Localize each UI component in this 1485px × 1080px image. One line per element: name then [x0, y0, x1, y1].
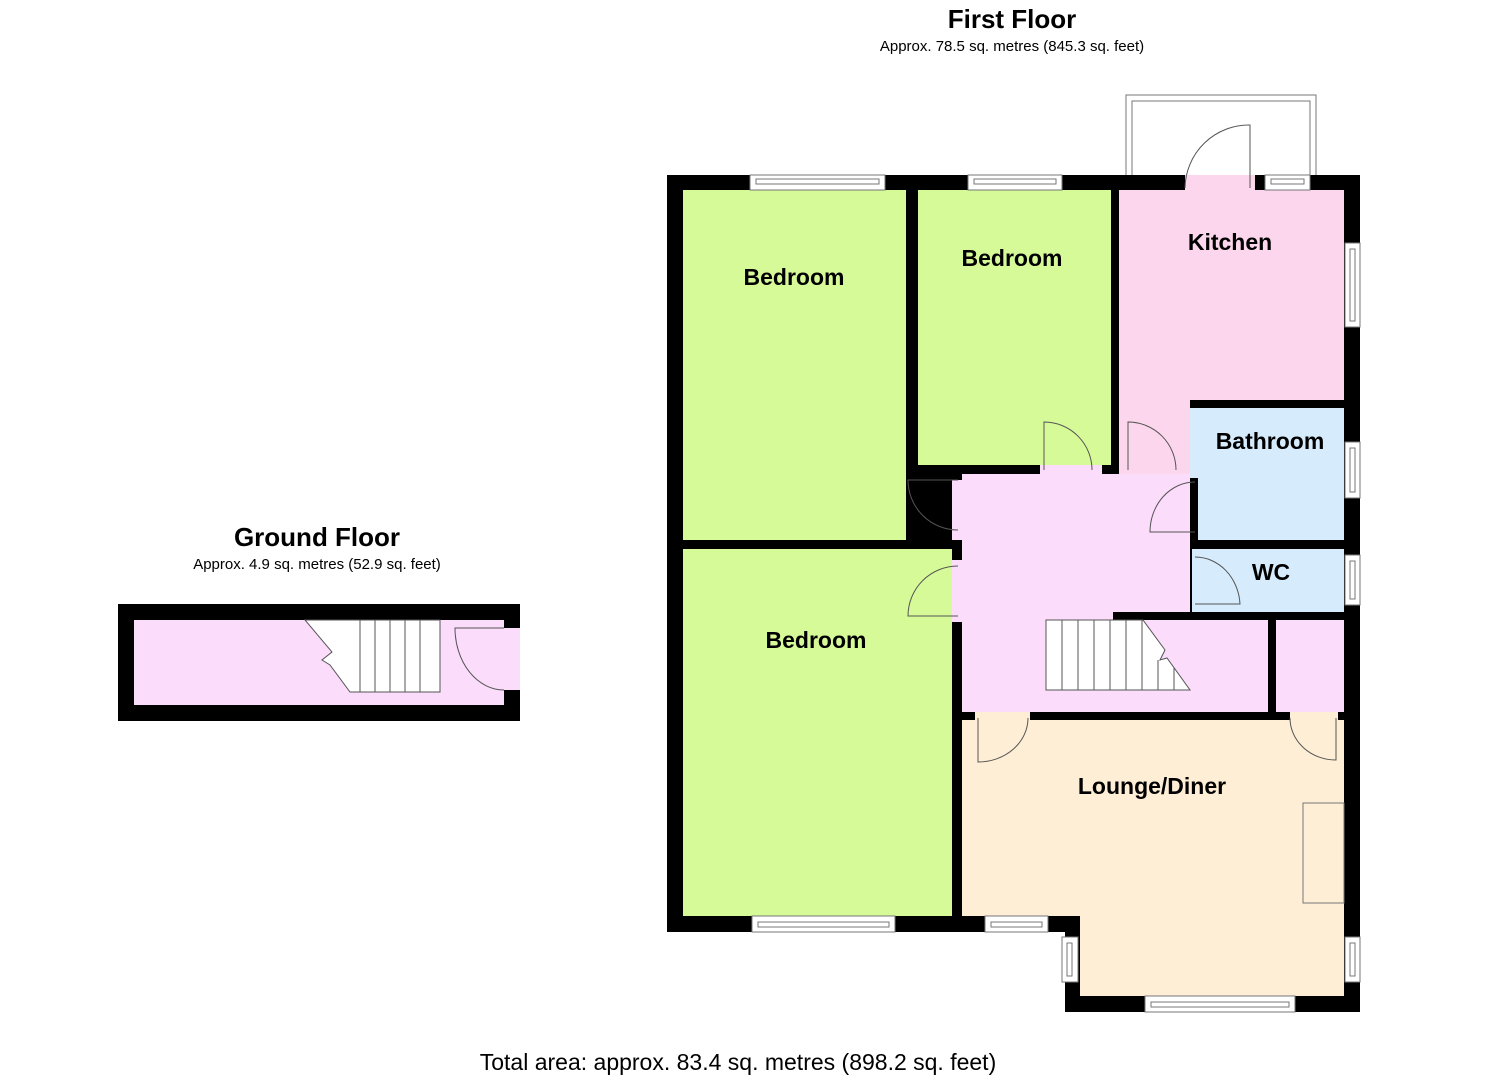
- ground-floor-door-opening: [504, 628, 520, 690]
- wc: [1192, 549, 1344, 612]
- bedroom-3: [683, 549, 952, 916]
- bedroom-2-door: [1043, 421, 1093, 471]
- lounge-diner: [962, 720, 1344, 996]
- first-floor-title: First Floor: [948, 4, 1077, 34]
- bathroom-door: [1149, 481, 1196, 533]
- bedroom-1-door: [907, 479, 959, 531]
- kitchen-label: Kitchen: [1188, 229, 1272, 255]
- lounge-door-2: [1289, 717, 1337, 761]
- kitchen: [1119, 190, 1344, 474]
- bedroom-3-door: [907, 565, 959, 617]
- bedroom-2: [918, 190, 1111, 465]
- lounge-door-1: [977, 717, 1029, 763]
- balcony: [1125, 94, 1317, 178]
- ground-floor-area: Approx. 4.9 sq. metres (52.9 sq. feet): [193, 556, 441, 573]
- landing: [962, 474, 1268, 712]
- first-floor-plan: Bedroom Bedroom Bedroom Kitchen Bathroom…: [667, 94, 1361, 1013]
- ground-floor-title: Ground Floor: [234, 522, 400, 552]
- bedroom-1: [683, 190, 906, 540]
- bedroom-2-label: Bedroom: [962, 245, 1063, 271]
- windows: [749, 174, 1361, 1013]
- balcony-door: [1184, 124, 1251, 189]
- wc-label: WC: [1252, 559, 1290, 585]
- ground-floor-stairs: [303, 619, 441, 693]
- ground-floor-plan: [118, 604, 520, 721]
- bathroom: [1198, 408, 1344, 540]
- bathroom-label: Bathroom: [1216, 428, 1325, 454]
- bedroom-1-label: Bedroom: [744, 264, 845, 290]
- cupboard: [1276, 620, 1344, 712]
- first-floor-stairs: [1045, 619, 1191, 691]
- ground-floor-door: [454, 627, 505, 691]
- first-floor-area: Approx. 78.5 sq. metres (845.3 sq. feet): [880, 38, 1144, 55]
- wc-door: [1194, 556, 1241, 605]
- lounge-diner-label: Lounge/Diner: [1078, 773, 1226, 799]
- bedroom-3-label: Bedroom: [766, 627, 867, 653]
- fireplace: [1302, 802, 1345, 904]
- kitchen-door: [1127, 421, 1177, 471]
- total-area: Total area: approx. 83.4 sq. metres (898…: [480, 1049, 997, 1075]
